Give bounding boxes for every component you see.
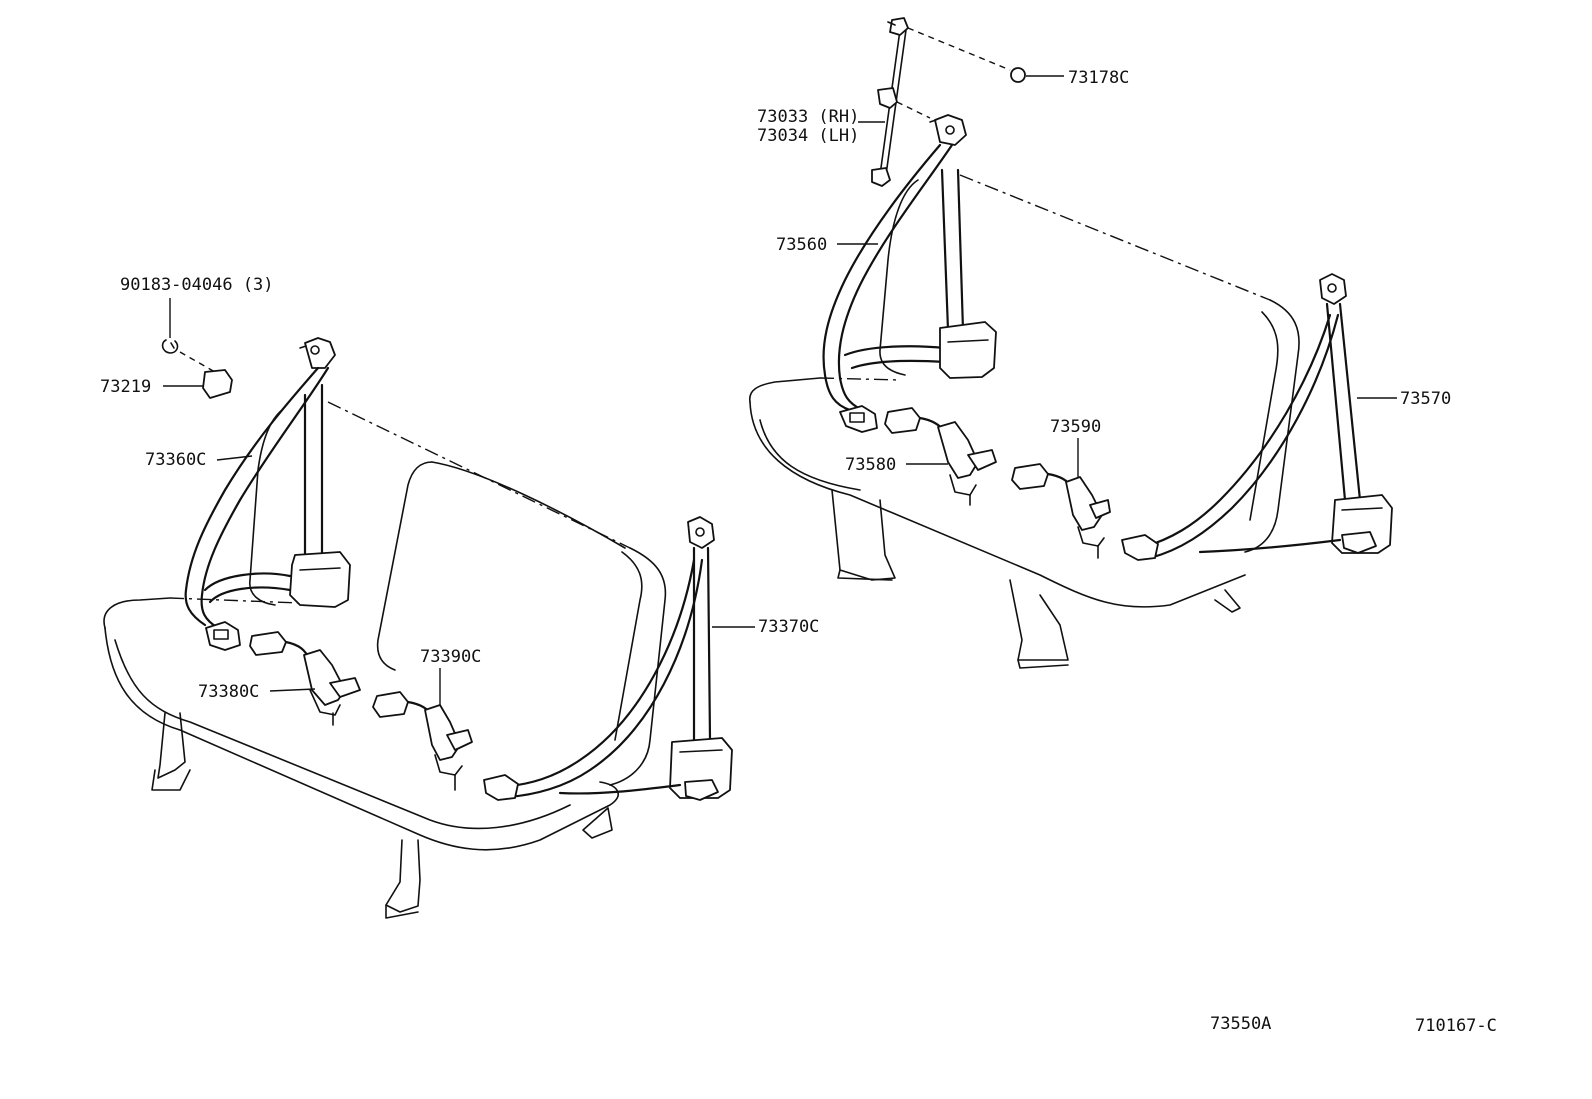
label-73219: 73219 [100, 377, 151, 397]
label-73560: 73560 [776, 235, 827, 255]
right-bench-seat [749, 174, 1300, 669]
right-outboard-belt-73370c [483, 516, 733, 801]
left-bench-seat [103, 401, 667, 919]
left-outboard-belt-73360c [184, 337, 351, 651]
label-73570: 73570 [1400, 389, 1451, 409]
label-73033-rh: 73033 (RH) [757, 107, 859, 127]
right-outboard-belt-73560 [822, 114, 997, 433]
label-73360c: 73360C [145, 450, 206, 470]
label-90183: 90183-04046 (3) [120, 275, 274, 295]
figure-code: 710167-C [1415, 1016, 1497, 1036]
shoulder-anchor-hardware [871, 17, 1026, 187]
label-73580: 73580 [845, 455, 896, 475]
label-73034-lh: 73034 (LH) [757, 126, 859, 146]
label-73590: 73590 [1050, 417, 1101, 437]
label-73370c: 73370C [758, 617, 819, 637]
group-code: 73550A [1210, 1014, 1271, 1034]
part-labels: 90183-04046 (3) 73219 73360C 73380C 7339… [100, 68, 1451, 706]
retractor-cover-parts [161, 339, 233, 399]
label-73178c: 73178C [1068, 68, 1129, 88]
right-side-belt-73570 [1121, 273, 1393, 561]
label-73390c: 73390C [420, 647, 481, 667]
label-73380c: 73380C [198, 682, 259, 702]
right-buckles [884, 407, 1111, 559]
left-buckles [249, 631, 473, 791]
figure-footer: 73550A 710167-C [1210, 1014, 1497, 1036]
